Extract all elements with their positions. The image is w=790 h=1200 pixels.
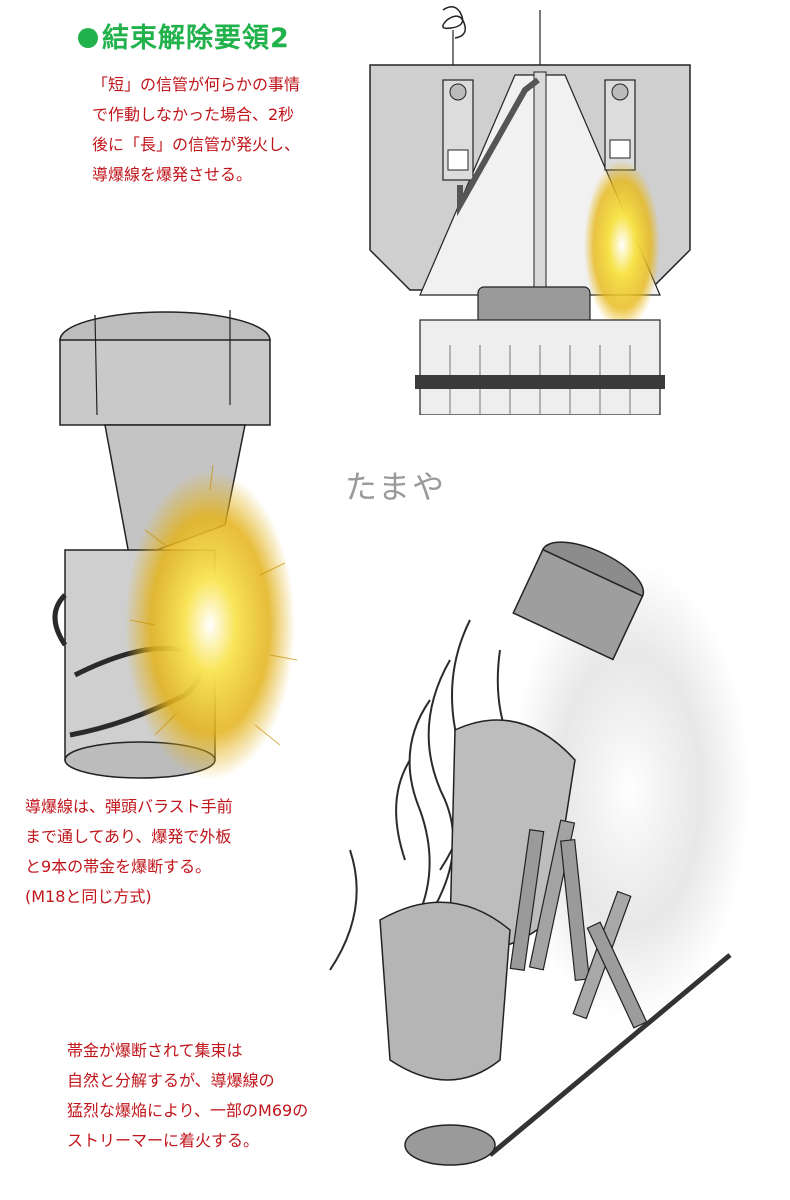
spring-icon: [442, 6, 467, 39]
bullet-icon: [78, 28, 98, 48]
flame-shape: [125, 470, 295, 780]
note-line: まで通してあり、爆発で外板: [25, 827, 232, 846]
note-line: 「短」の信管が何らかの事情: [92, 75, 301, 94]
note-line: 猛烈な爆焔により、一部のM69の: [67, 1101, 309, 1120]
diagram-title: 結束解除要領2: [78, 16, 290, 55]
note-line: 後に「長」の信管が発火し、: [92, 135, 301, 154]
note-bands-cut: 帯金が爆断されて集束は 自然と分解するが、導爆線の 猛烈な爆焔により、一部のM6…: [67, 1036, 308, 1156]
band-shape: [415, 375, 665, 389]
note-line: 自然と分解するが、導爆線の: [67, 1071, 275, 1090]
watermark: たまや: [345, 468, 447, 506]
note-line: で作動しなかった場合、2秒: [92, 105, 295, 124]
note-line: と9本の帯金を爆断する。: [25, 857, 212, 876]
note-short-fuse: 「短」の信管が何らかの事情 で作動しなかった場合、2秒 後に「長」の信管が発火し…: [92, 70, 300, 190]
note-line: ストリーマーに着火する。: [67, 1131, 260, 1150]
note-det-cord: 導爆線は、弾頭バラスト手前 まで通してあり、爆発で外板 と9本の帯金を爆断する。…: [25, 792, 233, 912]
note-line: 導爆線を爆発させる。: [92, 165, 253, 184]
diagram-title-text: 結束解除要領2: [102, 23, 290, 54]
fuse-section-illustration: [369, 6, 691, 415]
note-line: (M18と同じ方式): [25, 887, 152, 906]
note-line: 導爆線は、弾頭バラスト手前: [25, 797, 233, 816]
cluster-breakup-illustration: [329, 541, 750, 1166]
bomb-burning-illustration: [52, 310, 298, 780]
note-line: 帯金が爆断されて集束は: [67, 1041, 243, 1060]
flame-shape: [584, 160, 660, 330]
